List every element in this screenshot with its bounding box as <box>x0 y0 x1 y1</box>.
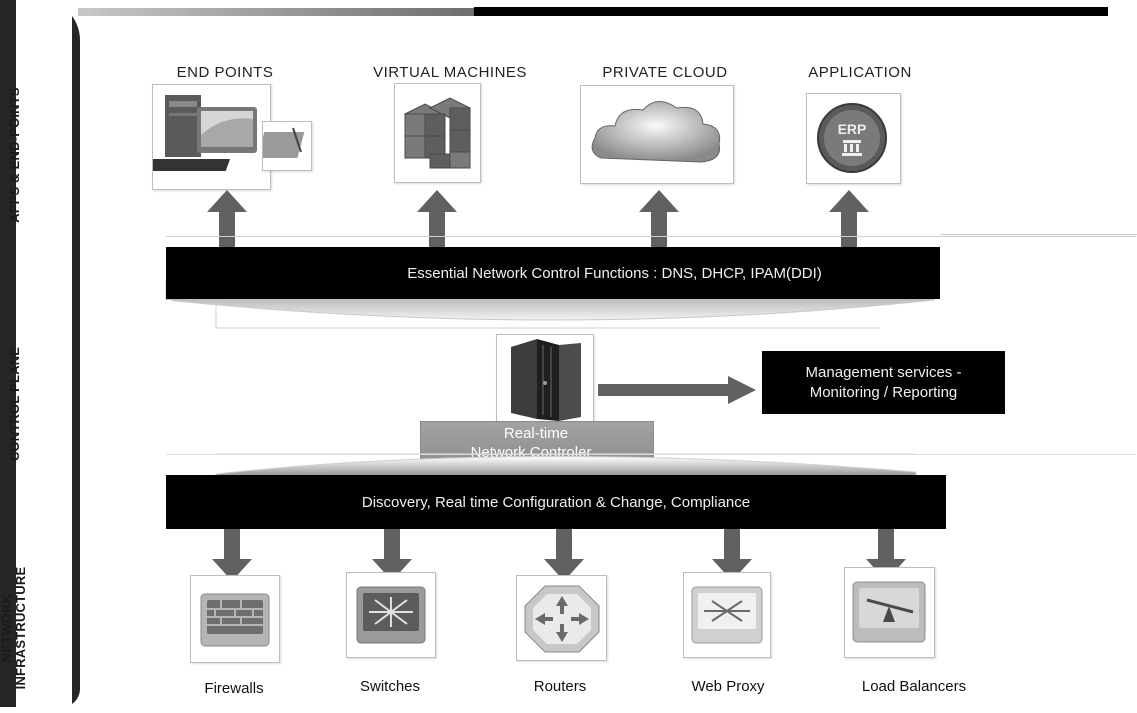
bar-right-mask <box>940 246 1137 301</box>
bar-right-line <box>940 234 1137 235</box>
router-icon <box>524 585 600 653</box>
management-line1: Management services - <box>805 363 962 381</box>
tablet-icon <box>257 127 305 158</box>
firewall-box <box>190 575 280 663</box>
section-label-control: CONTROL PLANE <box>7 346 22 462</box>
discovery-text: Discovery, Real time Configuration & Cha… <box>361 493 751 511</box>
firewall-icon <box>200 593 270 647</box>
application-box: ERP <box>806 93 901 184</box>
end-points-box <box>145 84 271 190</box>
switch-icon <box>356 586 426 644</box>
up-arrows <box>207 190 869 248</box>
load-balancer-icon <box>852 581 926 643</box>
cloud-icon <box>591 101 721 163</box>
label-switches: Switches <box>359 678 421 695</box>
management-line2: Monitoring / Reporting <box>809 383 958 401</box>
router-box <box>516 575 607 661</box>
down-arrow-1 <box>212 529 252 581</box>
down-arrow-3 <box>544 529 584 581</box>
discovery-bar: Discovery, Real time Configuration & Cha… <box>166 475 946 529</box>
section-label-network-line1: NETWORK <box>0 593 14 663</box>
top-divider <box>166 236 1136 237</box>
label-web-proxy: Web Proxy <box>691 678 765 695</box>
controller-box <box>496 334 594 424</box>
header-strip-grey <box>78 8 478 16</box>
up-arrow-1 <box>207 190 247 248</box>
up-arrow-2 <box>417 190 457 248</box>
web-proxy-box <box>683 572 771 658</box>
spacer <box>166 300 172 304</box>
section-label-network: NETWORK INFRASTRUCTURE <box>0 543 36 713</box>
section-label-apps: APPS & END-POINTS <box>7 87 22 223</box>
load-balancer-box <box>844 567 935 658</box>
web-proxy-icon <box>691 586 763 644</box>
management-services-box: Management services - Monitoring / Repor… <box>762 351 1005 414</box>
mid-divider <box>166 454 1136 455</box>
controller-label-line1: Real-time <box>503 425 569 442</box>
private-cloud-box <box>580 85 734 184</box>
server-rack-icon <box>511 339 581 421</box>
server-stack-icon <box>403 97 472 169</box>
tablet-box <box>257 121 312 171</box>
label-private-cloud: PRIVATE CLOUD <box>602 64 728 81</box>
switch-box <box>346 572 436 658</box>
down-arrow-4 <box>712 529 752 581</box>
label-virtual-machines: VIRTUAL MACHINES <box>373 64 527 81</box>
up-arrow-4 <box>829 190 869 248</box>
side-band-inner <box>16 0 72 707</box>
virtual-machines-box <box>394 83 481 183</box>
label-firewalls: Firewalls <box>204 680 264 697</box>
header-strip-black <box>474 7 1108 16</box>
label-end-points: END POINTS <box>176 64 274 81</box>
label-application: APPLICATION <box>808 64 912 81</box>
down-arrow-2 <box>372 529 412 581</box>
computer-devices-icon <box>145 95 257 171</box>
section-label-network-line2: INFRASTRUCTURE <box>13 566 28 690</box>
control-functions-text: Essential Network Control Functions : DN… <box>407 264 822 282</box>
label-routers: Routers <box>533 678 587 695</box>
erp-text: ERP <box>838 121 867 137</box>
erp-app-icon: ERP <box>817 103 887 173</box>
right-arrow <box>598 376 756 404</box>
label-load-balancers: Load Balancers <box>861 678 967 695</box>
up-arrow-3 <box>639 190 679 248</box>
